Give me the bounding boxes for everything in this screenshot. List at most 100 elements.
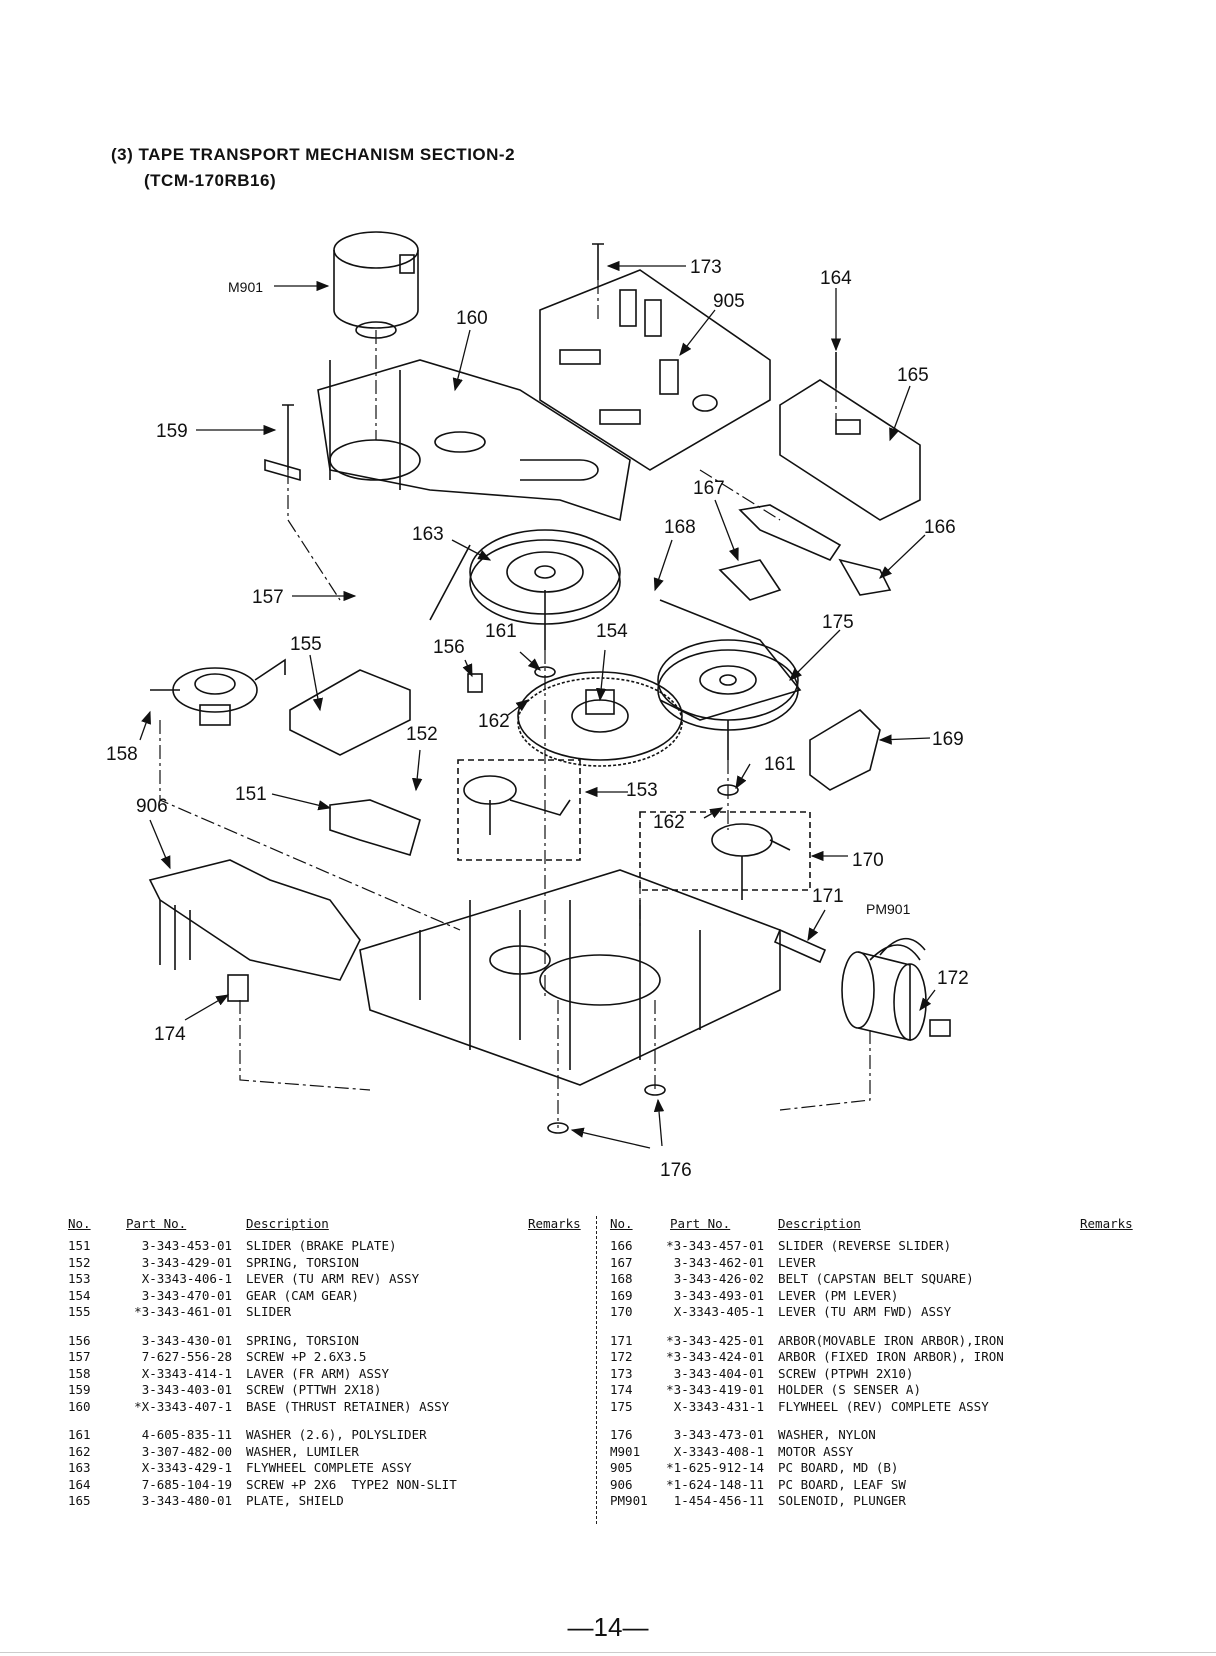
header-part-no: Part No. xyxy=(126,1216,187,1231)
part-description: SCREW +P 2.6X3.5 xyxy=(246,1349,367,1364)
pc-board-905-shape xyxy=(539,269,771,471)
part-number: 3-343-462-01 xyxy=(673,1254,764,1270)
callout-169: 169 xyxy=(932,729,964,750)
callout-170: 170 xyxy=(852,850,884,871)
part-ref-no: 166 xyxy=(610,1238,633,1253)
callout-162-lower: 162 xyxy=(653,812,685,833)
part-number: 1-454-456-11 xyxy=(673,1493,764,1508)
part-description: SLIDER xyxy=(246,1304,292,1319)
table-row: 906 *1-624-148-11 PC BOARD, LEAF SW xyxy=(610,1477,1140,1494)
part-number: 3-343-430-01 xyxy=(141,1332,232,1348)
callout-176: 176 xyxy=(660,1160,692,1181)
part-ref-no: 171 xyxy=(610,1332,633,1348)
page-number: —14— xyxy=(567,1612,649,1642)
table-row: 173 3-343-404-01 SCREW (PTPWH 2X10) xyxy=(610,1366,1140,1383)
callout-157: 157 xyxy=(252,587,284,608)
part-ref-no: 161 xyxy=(68,1427,91,1442)
part-description: PLATE, SHIELD xyxy=(246,1493,344,1508)
part-ref-no: 173 xyxy=(610,1365,633,1381)
callout-156: 156 xyxy=(433,637,465,658)
part-ref-no: 155 xyxy=(68,1304,91,1319)
callout-171: 171 xyxy=(812,886,844,907)
part-ref-no: 174 xyxy=(610,1382,633,1397)
callout-159: 159 xyxy=(156,421,188,442)
lever-170-shape xyxy=(639,811,811,900)
part-description: WASHER, NYLON xyxy=(778,1427,876,1442)
part-description: SCREW (PTTWH 2X18) xyxy=(246,1382,382,1397)
callout-174: 174 xyxy=(154,1024,186,1045)
part-description: ARBOR(MOVABLE IRON ARBOR),IRON xyxy=(778,1332,1004,1348)
header-remarks: Remarks xyxy=(1080,1216,1133,1231)
part-description: SCREW (PTPWH 2X10) xyxy=(778,1365,914,1381)
part-ref-no: 167 xyxy=(610,1254,633,1270)
motor-m901-shape xyxy=(333,231,419,339)
part-description: SLIDER (BRAKE PLATE) xyxy=(246,1238,397,1253)
part-number: 3-343-429-01 xyxy=(141,1254,232,1270)
part-description: MOTOR ASSY xyxy=(778,1443,854,1459)
callout-152: 152 xyxy=(406,724,438,745)
part-number: 3-343-493-01 xyxy=(673,1287,764,1303)
part-ref-no: 906 xyxy=(610,1476,633,1492)
part-number: X-3343-431-1 xyxy=(673,1398,764,1414)
callout-163: 163 xyxy=(412,524,444,545)
table-row: 161 4-605-835-11 WASHER (2.6), POLYSLIDER xyxy=(68,1427,588,1444)
part-description: FLYWHEEL (REV) COMPLETE ASSY xyxy=(778,1398,989,1414)
slider-166-shape xyxy=(838,558,892,596)
part-description: PC BOARD, MD (B) xyxy=(778,1460,899,1475)
part-number: *X-3343-407-1 xyxy=(134,1398,232,1414)
part-ref-no: 151 xyxy=(68,1238,91,1253)
part-ref-no: 156 xyxy=(68,1332,91,1348)
part-number: *1-624-148-11 xyxy=(666,1476,764,1492)
part-description: LAVER (FR ARM) ASSY xyxy=(246,1365,389,1381)
part-number: 3-343-404-01 xyxy=(673,1365,764,1381)
part-description: WASHER, LUMILER xyxy=(246,1443,359,1459)
holder-174-shape xyxy=(227,974,249,1002)
thrust-base-shape xyxy=(317,359,631,522)
part-description: PC BOARD, LEAF SW xyxy=(778,1476,906,1492)
header-description: Description xyxy=(778,1216,861,1231)
callout-154: 154 xyxy=(596,621,628,642)
part-description: SPRING, TORSION xyxy=(246,1254,359,1270)
callout-pm901: PM901 xyxy=(866,901,911,917)
lever-153-shape xyxy=(457,759,581,861)
lever-169-shape xyxy=(809,708,881,791)
callout-161-upper: 161 xyxy=(485,621,517,642)
part-number: 3-343-473-01 xyxy=(673,1427,764,1442)
exploded-view-diagram: 173 905 164 165 M901 160 159 167 168 166… xyxy=(106,231,969,1181)
assembly-axes xyxy=(159,280,871,1128)
washer-176a-shape xyxy=(547,1122,569,1134)
section-subtitle: (TCM-170RB16) xyxy=(144,171,277,190)
header-description: Description xyxy=(246,1216,329,1231)
part-number: *3-343-425-01 xyxy=(666,1332,764,1348)
part-number: 4-605-835-11 xyxy=(141,1427,232,1442)
part-number: 3-343-470-01 xyxy=(141,1287,232,1303)
mechanism-drawing xyxy=(148,231,951,1134)
part-description: LEVER (TU ARM FWD) ASSY xyxy=(778,1304,952,1319)
part-number: *3-343-457-01 xyxy=(666,1238,764,1253)
callout-155: 155 xyxy=(290,634,322,655)
part-ref-no: PM901 xyxy=(610,1493,648,1508)
group-spacer xyxy=(68,1415,588,1427)
slider-151-shape xyxy=(329,799,421,856)
part-description: WASHER (2.6), POLYSLIDER xyxy=(246,1427,427,1442)
part-ref-no: 153 xyxy=(68,1271,91,1286)
part-ref-no: 158 xyxy=(68,1365,91,1381)
slider-155-shape xyxy=(289,669,411,756)
spring-156-shape xyxy=(467,673,483,693)
fr-arm-158-shape xyxy=(150,658,286,726)
flywheel-163-shape xyxy=(469,529,621,650)
part-ref-no: M901 xyxy=(610,1443,641,1459)
group-spacer xyxy=(610,1415,1140,1427)
part-ref-no: 152 xyxy=(68,1254,91,1270)
part-number: 3-343-480-01 xyxy=(141,1493,232,1508)
